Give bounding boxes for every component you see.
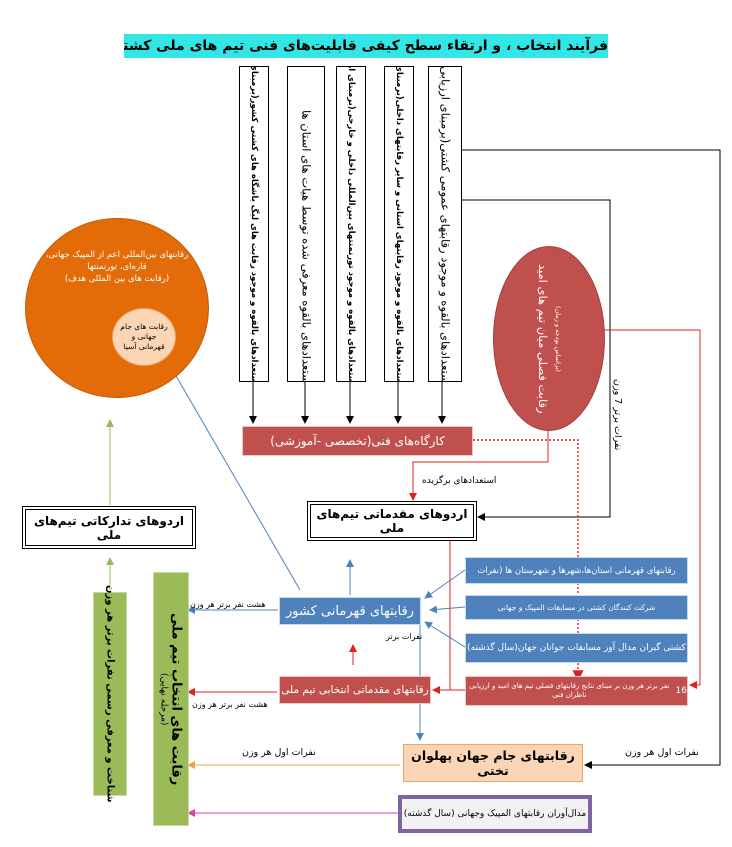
pool-tournaments: استعدادهای بالقوه و موجود تورنمنتهای بین… (336, 66, 366, 382)
label-first-each-a: نفرات اول هر وزن (242, 747, 316, 758)
label-top-people: نفرات برتر (386, 632, 423, 641)
international-text: رقابتهای بین‌المللی اعم از المپیک جهانی،… (45, 250, 189, 272)
seasonal-note: (براساس بودجه و زمان) (554, 305, 562, 372)
page-title: فرآیند انتخاب ، و ارتقاء سطح کیفی قابلیت… (124, 34, 608, 58)
label-top8-b: هشت نفر برتر هر وزن (192, 700, 268, 709)
arrow-red-right (585, 329, 701, 689)
pool-public: استعدادهای بالقوه و موجود رقابتهای عمومی… (428, 66, 462, 382)
identification-box: شناخت و معرفی رسمی نفرات برتر هر وزن (93, 585, 127, 803)
international-note: (رقابت های بین المللی هدف) (64, 274, 170, 284)
provincial-championship-box: رقابتهای قهرمانی استان‌ها،شهرها و شهرستا… (465, 557, 688, 584)
national-selection-title: رقابت های انتخاب تیم ملی (168, 612, 184, 786)
final-camp-box: اردوهای تدارکاتی تیم‌های ملی (22, 506, 196, 549)
workshops-box: کارگاه‌های فنی(تخصصی -آموزشی) (242, 426, 473, 456)
junior-medalists-box: کشتی گیران مدال آور مسابقات جوانان جهان(… (465, 633, 688, 663)
label-top8-a: هشت نفر برتر هر وزن (190, 600, 266, 609)
international-circle: رقابتهای بین‌المللی اعم از المپیک جهانی،… (25, 218, 209, 398)
prep-camp-box: اردوهای مقدماتی تیم‌های ملی (307, 501, 477, 541)
arrow-outer-right (460, 149, 721, 769)
national-selection-sub: (مرحله نهایی) (158, 672, 169, 726)
seasonal-circle: رقابت فصلی میان تیم های امید (براساس بود… (493, 246, 605, 431)
label-first-each-b: نفرات اول هر وزن (625, 747, 699, 758)
arrow-blue-r2 (429, 605, 466, 614)
world-cup-circle: رقابت های جام جهانی و قهرمانی آسیا (112, 308, 176, 366)
national-selection-box: رقابت های انتخاب تیم ملی (مرحله نهایی) (153, 572, 189, 826)
label-selected-talents: استعدادهای برگزیده (422, 476, 497, 486)
arrow-blue-to-circle (167, 361, 301, 591)
national-championship-box: رقابتهای قهرمانی کشور (279, 597, 421, 625)
medalists-box: مدال‌آوران رقابتهای المپیک وجهانی (سال گ… (398, 795, 592, 833)
pool-provincial: استعدادهای بالقوه و موجود رقابتهای استان… (384, 66, 414, 382)
arrow-red-up (435, 531, 465, 691)
pool-provinces: استعدادهای بالقوه معرفی شده توسط هیات ها… (287, 66, 325, 382)
label-top7: نفرات برتر 7 وزن (612, 378, 623, 450)
olympic-participants-box: شرکت کنندگان کشتی در مسابقات المپیک و جه… (465, 595, 688, 620)
pool-league: استعدادهای بالقوه و موجود رقابت های لیگ … (239, 66, 269, 382)
arrow-top7 (460, 199, 611, 521)
arrow-selected-talents (409, 430, 549, 501)
arrow-blue-r1 (424, 569, 466, 599)
seasonal-title: رقابت فصلی میان تیم های امید (536, 263, 550, 414)
takhti-cup-box: رقابتهای جام جهان پهلوان تختی (403, 744, 583, 782)
national-prelim-box: رقابتهای مقدماتی انتخابی تیم ملی (279, 676, 431, 704)
arrow-blue-r3 (424, 621, 466, 648)
